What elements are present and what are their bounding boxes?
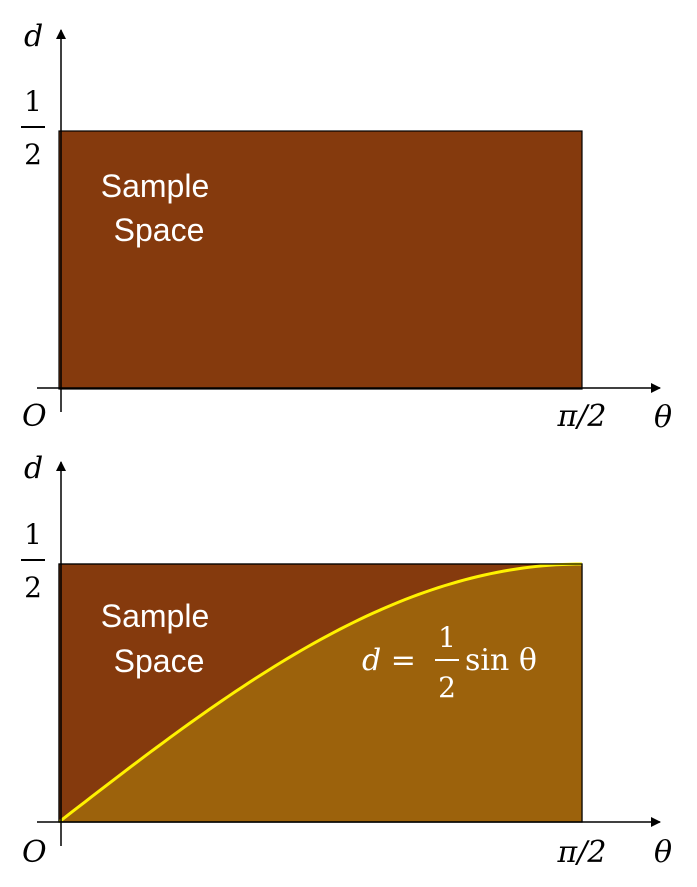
equation-lhs: d = (362, 643, 416, 678)
top-y-tick-numerator: 1 (24, 85, 42, 118)
top-origin-label: O (22, 399, 47, 434)
top-sample-space-rect (58, 130, 583, 390)
bottom-panel: d 1 2 Sample Space d = 1 2 sin θ O π/2 θ (21, 451, 672, 870)
curve-equation: d = 1 2 sin θ (362, 621, 537, 704)
top-region-label-line2: Space (114, 212, 205, 248)
bottom-origin-label: O (22, 835, 47, 870)
bottom-region-label-line1: Sample (101, 598, 210, 634)
bottom-y-tick-denominator: 2 (24, 571, 42, 604)
top-x-tick-label: π/2 (557, 399, 607, 434)
equation-numerator: 1 (438, 621, 456, 654)
bottom-region-label-line2: Space (114, 643, 205, 679)
bottom-x-tick-label: π/2 (557, 835, 607, 870)
bottom-y-tick-numerator: 1 (24, 518, 42, 551)
top-x-axis-label: θ (654, 400, 672, 435)
region-under-curve (59, 564, 582, 822)
top-panel: d 1 2 Sample Space O π/2 θ (21, 19, 672, 435)
sine-curve (58, 562, 583, 824)
bottom-y-axis-label: d (24, 451, 43, 486)
top-y-tick-denominator: 2 (24, 138, 42, 171)
top-region-label-line1: Sample (101, 168, 210, 204)
equation-denominator: 2 (438, 671, 456, 704)
equation-rhs: sin θ (465, 643, 537, 678)
top-y-axis-label: d (24, 19, 43, 54)
bottom-x-axis-label: θ (654, 835, 672, 870)
